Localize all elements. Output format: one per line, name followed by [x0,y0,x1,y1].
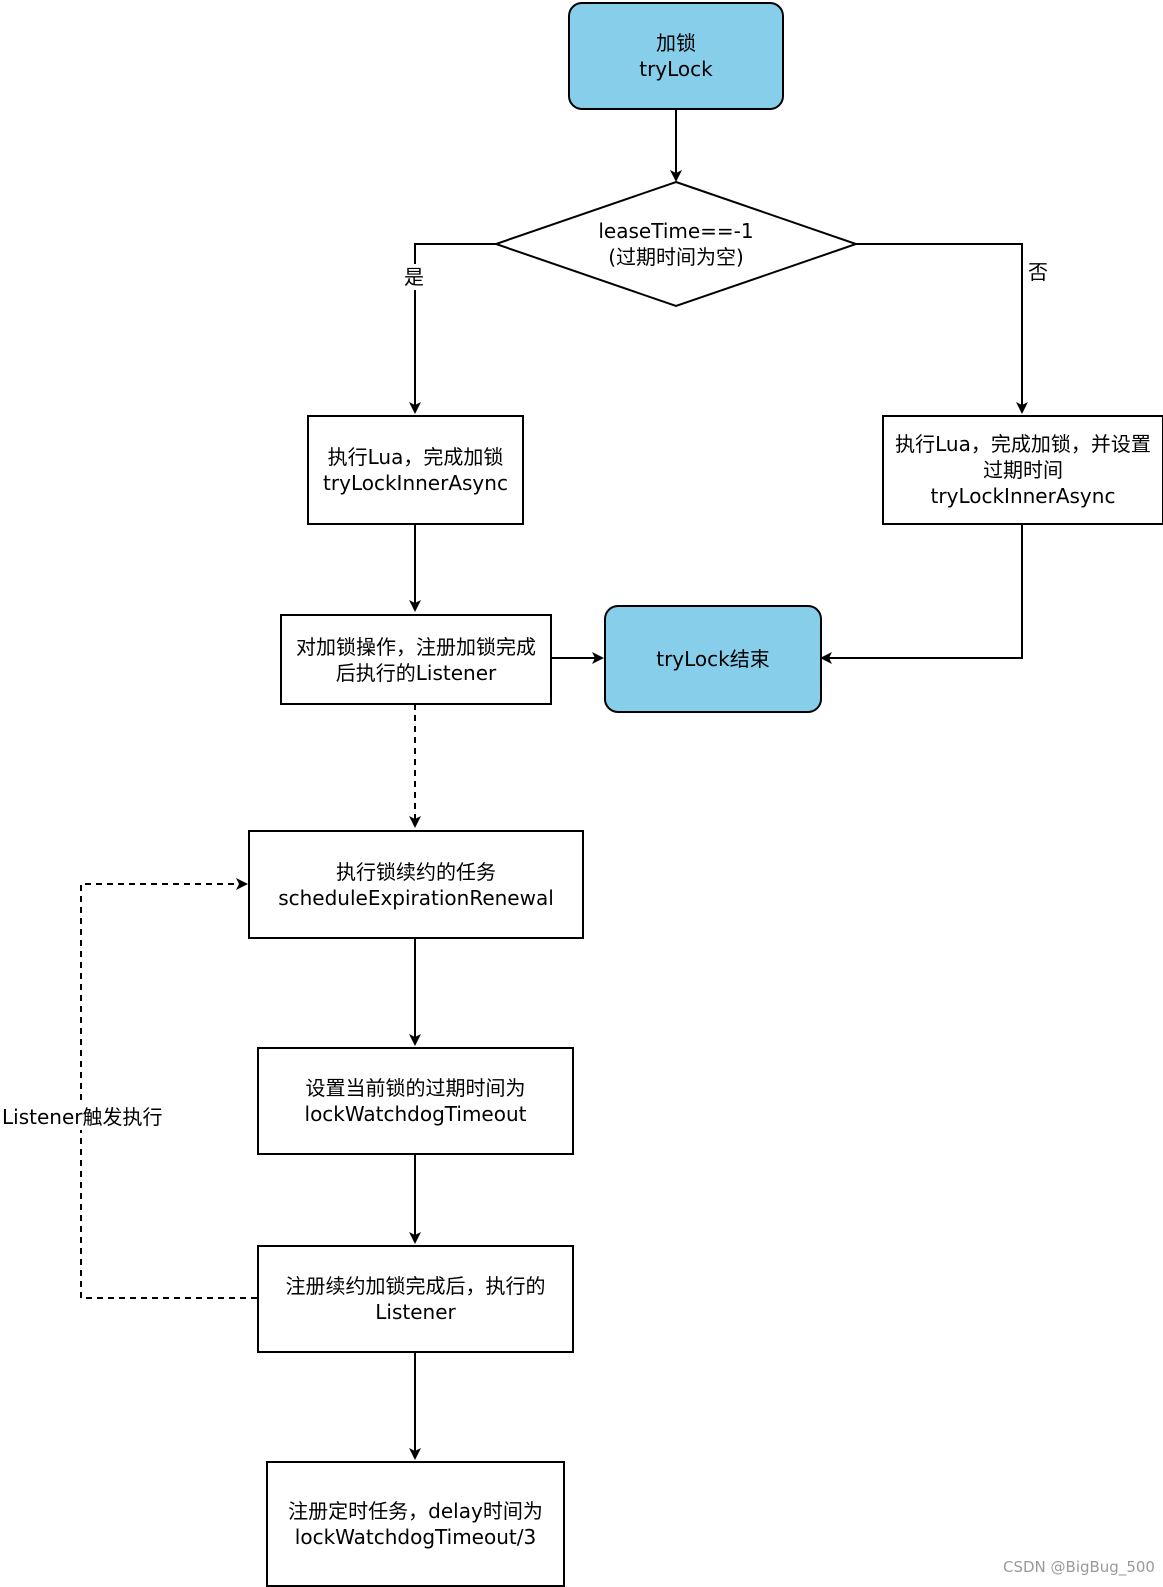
start-node[interactable]: 加锁 tryLock [568,2,784,110]
edge-lock-right-to-end [820,524,1023,664]
register-listener-node[interactable]: 对加锁操作，注册加锁完成 后执行的Listener [280,614,552,705]
register-renewal-label: 注册续约加锁完成后，执行的 [285,1274,546,1298]
lock-left-method: tryLockInnerAsync [323,471,508,495]
decision-note: (过期时间为空) [608,245,744,269]
set-expire-node[interactable]: 设置当前锁的过期时间为 lockWatchdogTimeout [257,1047,574,1155]
start-label: 加锁 [656,31,696,55]
edge-decision-no [856,243,1028,414]
renewal-task-method: scheduleExpirationRenewal [278,885,554,910]
branch-yes-label: 是 [404,264,424,290]
register-listener-label-cont: 后执行的Listener [335,660,497,685]
renewal-task-label: 执行锁续约的任务 [336,859,496,884]
lock-left-node[interactable]: 执行Lua，完成加锁 tryLockInnerAsync [307,415,524,525]
register-renewal-node[interactable]: 注册续约加锁完成后，执行的 Listener [257,1245,574,1353]
set-expire-label: 设置当前锁的过期时间为 [305,1076,526,1100]
schedule-timer-node[interactable]: 注册定时任务，delay时间为 lockWatchdogTimeout/3 [266,1461,565,1587]
end-label: tryLock结束 [656,647,770,671]
register-listener-label: 对加锁操作，注册加锁完成 [296,634,536,659]
start-sublabel: tryLock [639,57,713,81]
decision-condition: leaseTime==-1 [598,219,754,243]
lock-right-method: tryLockInnerAsync [930,484,1116,508]
lock-right-node[interactable]: 执行Lua，完成加锁，并设置 过期时间 tryLockInnerAsync [882,415,1163,525]
decision-label: leaseTime==-1 (过期时间为空) [576,218,776,270]
schedule-timer-label: 注册定时任务，delay时间为 [288,1499,543,1523]
lock-left-label: 执行Lua，完成加锁 [327,445,504,469]
watermark: CSDN @BigBug_500 [1003,1558,1155,1576]
listener-trigger-label: Listener触发执行 [2,1104,163,1130]
branch-no-label: 否 [1028,260,1048,284]
register-renewal-label-cont: Listener [375,1300,456,1324]
lock-right-label-cont: 过期时间 [983,458,1063,482]
lock-right-label: 执行Lua，完成加锁，并设置 [895,432,1151,456]
schedule-timer-value: lockWatchdogTimeout/3 [294,1525,537,1549]
edge-decision-yes [409,243,496,414]
set-expire-value: lockWatchdogTimeout [304,1102,527,1126]
renewal-task-node[interactable]: 执行锁续约的任务 scheduleExpirationRenewal [248,830,584,939]
edge-listener-feedback-dashed [80,878,257,1299]
decision-diamond[interactable] [492,180,860,308]
end-node[interactable]: tryLock结束 [604,605,822,713]
